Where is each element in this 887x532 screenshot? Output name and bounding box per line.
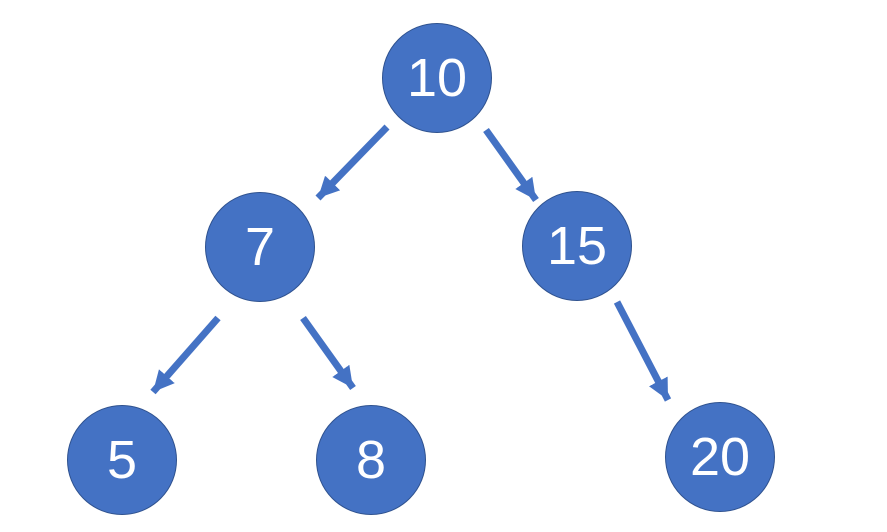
tree-node-left-right: 8	[316, 405, 426, 515]
node-label: 15	[546, 216, 608, 276]
tree-node-right: 15	[522, 191, 632, 301]
tree-node-left: 7	[205, 192, 315, 302]
tree-node-right-right: 20	[665, 402, 775, 512]
edge-arrow-15-20	[613, 300, 672, 402]
edge-arrow-7-8	[300, 315, 356, 391]
edge-arrow-10-7	[315, 124, 390, 201]
node-label: 5	[106, 430, 138, 490]
edge-arrow-10-15	[483, 127, 539, 203]
node-label: 20	[689, 427, 751, 487]
node-label: 10	[406, 48, 468, 108]
tree-node-root: 10	[382, 23, 492, 133]
node-label: 8	[355, 430, 387, 490]
tree-node-left-left: 5	[67, 405, 177, 515]
edge-arrow-7-5	[150, 315, 221, 395]
node-label: 7	[244, 217, 276, 277]
